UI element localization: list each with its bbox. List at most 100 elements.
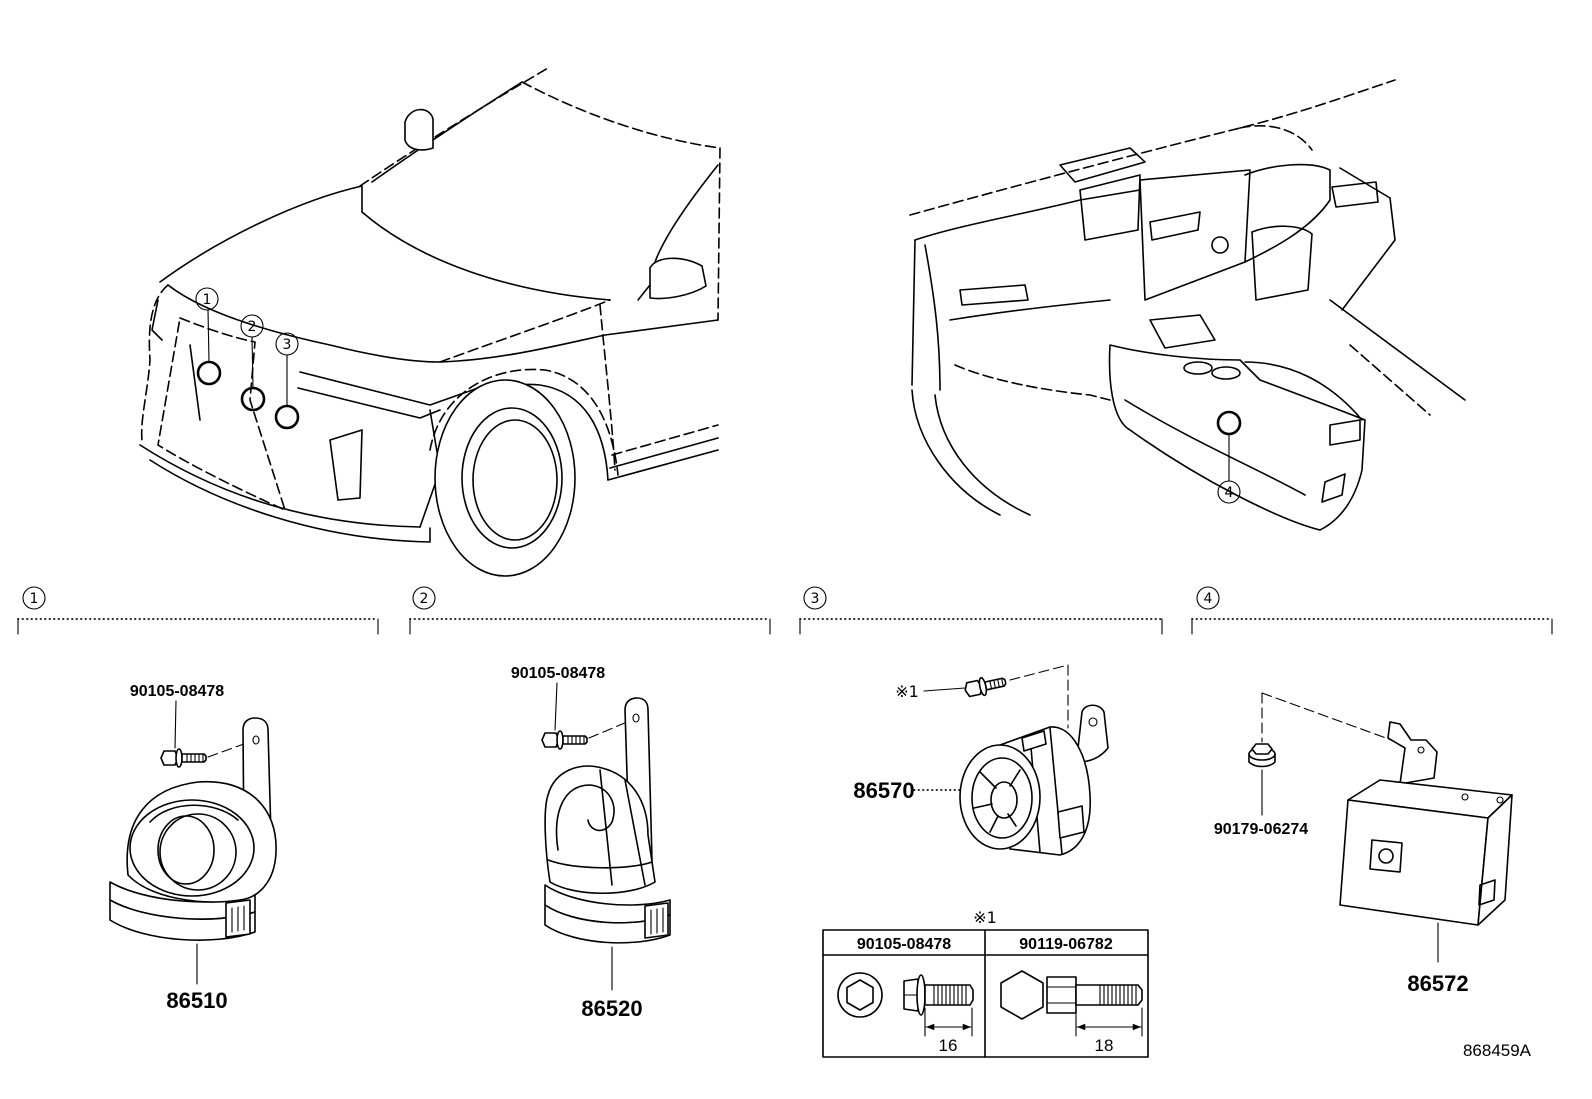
callout-2-number: 2 <box>248 319 257 335</box>
horn-spiral-inner <box>157 815 215 885</box>
cupholder-1 <box>1183 361 1213 375</box>
horn-spiral-tail <box>149 804 239 823</box>
vehicle-grille-inner-line <box>189 344 201 421</box>
cluster-hood <box>1244 163 1331 263</box>
hex-bolt-length: 18 <box>1095 1036 1114 1055</box>
section-2-index-circle <box>412 586 436 610</box>
vehicle-roof-edge <box>521 81 721 149</box>
flange-bolt-drawing: 16 <box>837 972 974 1055</box>
section-3-part-number: 86570 <box>853 778 914 803</box>
vehicle-front-tire <box>434 379 576 577</box>
illustration-code: 868459A <box>1463 1041 1532 1060</box>
section-1-index-circle <box>22 586 46 610</box>
dash-left-panel <box>911 239 916 386</box>
section-3-bracket-ends <box>799 618 1163 635</box>
bolt-head <box>964 679 983 698</box>
section-2-index: 2 <box>420 591 429 607</box>
glovebox-line <box>949 299 1111 321</box>
callout-1: 1 <box>195 287 219 363</box>
vehicle-sill-line <box>607 449 719 481</box>
vehicle-cowl-line <box>361 211 611 301</box>
section-4-install-line-diagonal <box>1261 692 1409 747</box>
unit-connector <box>1057 805 1085 839</box>
shifter-panel <box>1149 314 1216 349</box>
vehicle-windshield-left-edge <box>371 81 523 183</box>
module-mount-tab <box>1478 879 1496 906</box>
section-1-parts: 90105-08478 86510 <box>109 683 277 1013</box>
horn-base-plate-bottom <box>109 899 256 941</box>
section-4-index: 4 <box>1204 591 1213 607</box>
vehicle-a-pillar-right <box>654 164 719 263</box>
section-4-nut <box>1248 743 1276 768</box>
vehicle-front-left-edge <box>140 284 169 441</box>
section-2-part-number: 86520 <box>581 996 642 1021</box>
section-2-header: 2 <box>409 586 771 635</box>
callout-4-number: 4 <box>1225 485 1234 501</box>
module-connector-recess <box>1369 839 1403 873</box>
vehicle-headlight-lower <box>297 387 441 419</box>
horn-mouth-line <box>599 769 646 886</box>
section-1-fastener-leader <box>174 700 177 749</box>
display-hood <box>1059 147 1146 183</box>
cupholder-2 <box>1211 366 1241 380</box>
section-2-parts: 90105-08478 86520 <box>511 665 671 1021</box>
callout-2-leader <box>251 336 254 389</box>
section-2-bolt <box>541 730 588 750</box>
vehicle-side-marker <box>151 299 163 341</box>
location-marker-3 <box>274 404 300 430</box>
dash-lower-edge <box>914 189 1141 241</box>
glovebox-vent <box>959 284 1029 306</box>
callout-3: 3 <box>275 332 299 407</box>
center-display <box>1079 174 1141 241</box>
unit-bracket-hole <box>1088 717 1098 727</box>
vehicle-hood-leading-edge <box>167 284 441 363</box>
section-1-index: 1 <box>30 591 39 607</box>
module-connector-pin <box>1378 848 1394 864</box>
console-switch-panel <box>1329 419 1361 446</box>
section-4-part-number: 86572 <box>1407 971 1468 996</box>
vehicle-wheel-arch-outer <box>429 368 619 476</box>
section-1-header: 1 <box>17 586 379 635</box>
floor-left-line-inner <box>934 394 1031 516</box>
vehicle-hood-left-contour <box>159 185 363 283</box>
callout-2: 2 <box>240 314 264 389</box>
vehicle-mirror-stem <box>637 284 651 301</box>
fastener-table-col-2-part: 90119-06782 <box>1019 936 1113 953</box>
section-3-index: 3 <box>811 591 820 607</box>
section-1-bolt <box>160 748 207 768</box>
horn-connector-detail <box>650 907 664 935</box>
vehicle-bumper-lower-edge <box>139 444 421 528</box>
section-3-bolt <box>964 676 1007 698</box>
fastener-table-col-1-part: 90105-08478 <box>857 936 951 953</box>
hex-bolt-head-lines <box>1046 986 1077 1004</box>
location-marker-2 <box>240 386 266 412</box>
hex-bolt-end-hex <box>1000 970 1044 1020</box>
callout-1-circle <box>195 287 219 311</box>
section-1-part-number: 86510 <box>166 988 227 1013</box>
unit-top-tab <box>1021 730 1047 752</box>
horn-base-plate-bottom <box>544 904 671 944</box>
vehicle-left-mirror-icon <box>404 108 434 151</box>
dash-right-side <box>1339 167 1396 311</box>
gauge-cluster <box>1251 225 1313 301</box>
section-1-fastener-label: 90105-08478 <box>130 683 224 700</box>
hex-bolt-dim-extension <box>1075 1007 1143 1037</box>
door-trim-line <box>1329 299 1466 401</box>
horn-spiral <box>555 784 615 851</box>
center-console <box>1108 344 1366 531</box>
section-4-parts: 90179-06274 86572 <box>1214 692 1513 996</box>
vehicle-body-cut-line <box>717 147 721 321</box>
vehicle-headlight-upper <box>299 371 479 406</box>
center-stack <box>1139 169 1251 301</box>
module-front-face <box>1339 799 1489 926</box>
location-marker-1 <box>196 360 222 386</box>
flange-bolt-flange <box>916 974 926 1016</box>
dash-lower-dashed <box>954 364 1111 401</box>
module-bracket <box>1387 721 1438 785</box>
flange-bolt-length: 16 <box>939 1036 958 1055</box>
vehicle-bumper-bottom <box>149 459 431 543</box>
vehicle-lower-intake <box>329 429 363 501</box>
unit-front-spokes <box>973 769 1021 833</box>
flange-bolt-dim-extension <box>924 1007 973 1037</box>
right-vent <box>1331 181 1379 208</box>
